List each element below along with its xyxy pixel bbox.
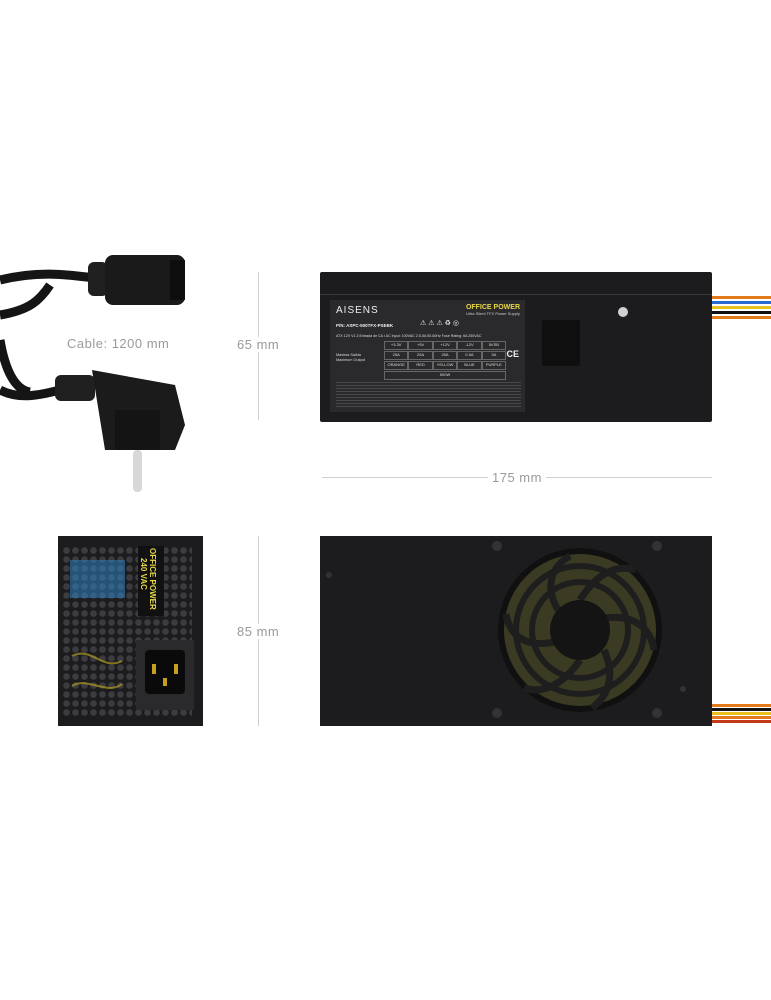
label-product-subtitle: Ultra Silent TFX Power Supply <box>466 311 520 316</box>
psu-top-view: AISENS OFFICE POWER Ultra Silent TFX Pow… <box>320 272 712 422</box>
rail-color: YELLOW <box>432 361 458 370</box>
psu-fan-view <box>320 536 712 726</box>
psu-seam <box>320 294 712 295</box>
rail-header: 5VSB <box>481 341 507 350</box>
safety-icons: ⚠ ⚠ ⚠ ♻ ◎ <box>420 320 459 327</box>
spec-label: AISENS OFFICE POWER Ultra Silent TFX Pow… <box>330 300 525 412</box>
ce-mark: CE <box>506 349 519 359</box>
psu-side-view: OFFICE POWER 240 VAC <box>58 536 203 726</box>
rail-header: +3.3V <box>384 341 409 350</box>
rail-current: 0.5A <box>457 351 482 360</box>
power-cable-image <box>0 255 185 492</box>
rail-color: ORANGE <box>384 361 409 370</box>
rail-color: BLUE <box>457 361 482 370</box>
ac-pin <box>163 678 167 686</box>
fan-grille <box>498 548 662 712</box>
rail-current: 25A <box>432 351 458 360</box>
length-dimension-label: 175 mm <box>488 470 546 485</box>
specs-line: ATX 12V V1.3 Entrada de CA / AC Input: 1… <box>336 334 482 338</box>
rail-color: PURPLE <box>481 361 507 370</box>
side-title: OFFICE POWER <box>148 548 157 610</box>
width-dimension-label: 85 mm <box>235 624 282 639</box>
cable-length-label: Cable: 1200 mm <box>67 336 170 351</box>
height-dimension-label: 65 mm <box>235 337 282 352</box>
ac-pin <box>152 664 156 674</box>
screw-icon <box>618 307 628 317</box>
rail-header-row: +3.3V +5V +12V -12V 5VSB <box>384 341 507 350</box>
screw-icon <box>652 541 662 551</box>
vent-grille <box>62 546 192 716</box>
label-product-title: OFFICE POWER <box>465 304 520 311</box>
side-voltage: 240 VAC <box>139 558 148 590</box>
rail-header: +5V <box>408 341 433 350</box>
power-switch <box>542 320 580 366</box>
rail-color: RED <box>408 361 433 370</box>
brand-logo: AISENS <box>336 305 379 316</box>
fine-print <box>336 382 521 408</box>
rail-current: 25A <box>408 351 433 360</box>
rail-current: 25A <box>384 351 409 360</box>
screw-icon <box>492 708 502 718</box>
output-wires-bottom <box>712 703 771 725</box>
part-number: P/N: ASPC-500TFX-PSEBK <box>336 323 394 328</box>
screw-icon <box>492 541 502 551</box>
total-power: 500W <box>384 371 506 380</box>
screw-icon <box>326 572 332 578</box>
side-label <box>138 546 164 616</box>
ac-pin <box>174 664 178 674</box>
max-output-label: Máxima Salida Maximum Output <box>336 353 365 362</box>
screw-icon <box>680 686 686 692</box>
output-wires-top <box>712 294 771 324</box>
ac-inlet-socket <box>145 650 185 694</box>
rail-header: -12V <box>457 341 482 350</box>
rail-header: +12V <box>432 341 458 350</box>
rail-current: 3A <box>481 351 507 360</box>
screw-icon <box>652 708 662 718</box>
rail-current-row: 25A 25A 25A 0.5A 3A <box>384 351 507 360</box>
rail-color-row: ORANGE RED YELLOW BLUE PURPLE <box>384 361 507 370</box>
